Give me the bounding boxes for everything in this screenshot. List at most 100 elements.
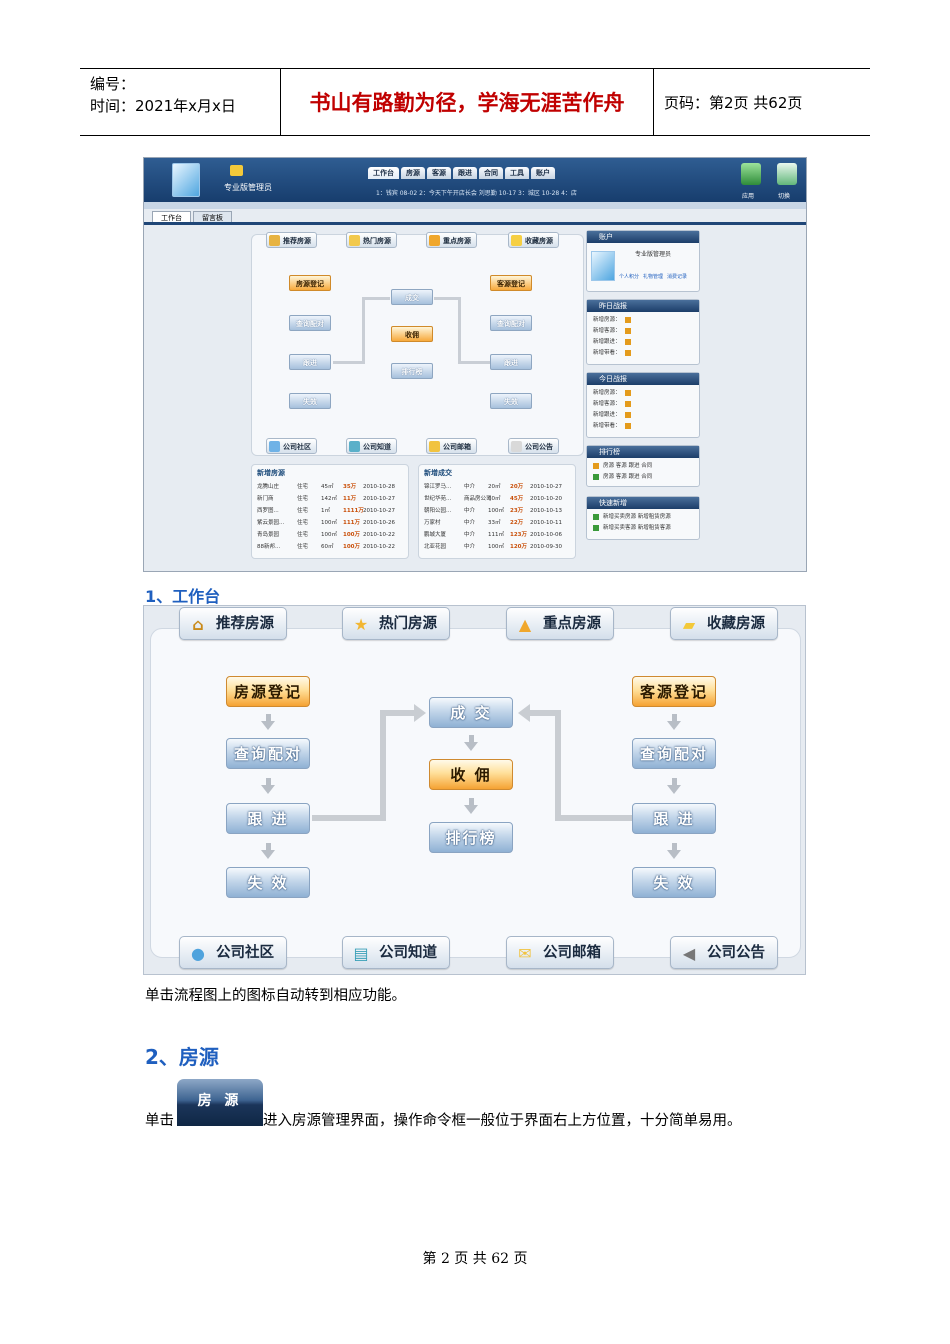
box-query-match[interactable]: 查询配对 — [226, 738, 310, 769]
mini-chip-mail[interactable]: 公司邮箱 — [426, 438, 477, 454]
subtab-workbench[interactable]: 工作台 — [152, 211, 191, 224]
table-cell: 123万 — [510, 532, 527, 538]
bar-icon — [624, 412, 631, 418]
tab-account[interactable]: 账户 — [531, 167, 555, 179]
box-deal[interactable]: 成 交 — [429, 697, 513, 728]
tab-followup[interactable]: 跟进 — [453, 167, 477, 179]
link-points[interactable]: 个人积分 — [619, 274, 640, 280]
chip-community[interactable]: ●公司社区 — [179, 936, 287, 969]
apps-icon[interactable] — [741, 163, 761, 185]
mini-box-expired[interactable]: 失效 — [289, 393, 331, 409]
tab-clients[interactable]: 客源 — [427, 167, 451, 179]
mini-chip-label: 收藏房源 — [525, 237, 553, 245]
mini-chip-saved[interactable]: 收藏房源 — [508, 232, 559, 248]
table-cell: 23万 — [510, 508, 524, 514]
chip-knowledge[interactable]: ▤公司知道 — [342, 936, 450, 969]
tab-listings[interactable]: 房源 — [401, 167, 425, 179]
subtab-messages[interactable]: 留言板 — [193, 211, 232, 224]
ranking-links[interactable]: 房源 客源 跟进 合同 — [603, 463, 653, 469]
mini-chip-notice[interactable]: 公司公告 — [508, 438, 559, 454]
connector — [460, 361, 490, 364]
chip-saved[interactable]: ▰收藏房源 — [670, 607, 778, 640]
arrow-stem — [266, 778, 271, 785]
section2-title: 2、房源 — [145, 1045, 219, 1069]
mini-box-client-register[interactable]: 客源登记 — [490, 275, 532, 291]
arrow-stem — [672, 843, 677, 850]
table-cell: 100㎡ — [321, 532, 337, 538]
stat-label: 新增带看： — [593, 423, 621, 429]
box-commission[interactable]: 收 佣 — [429, 759, 513, 790]
mini-chip-recommended[interactable]: 推荐房源 — [266, 232, 317, 248]
chip-label: 重点房源 — [543, 616, 601, 632]
tab-tools[interactable]: 工具 — [505, 167, 529, 179]
tab-contracts[interactable]: 合同 — [479, 167, 503, 179]
connector — [380, 710, 386, 821]
quick-add-body: 新增买卖房源 新增租赁房源 新增买卖客源 新增租赁客源 — [587, 509, 699, 537]
stat-row: 新增客源： — [593, 399, 693, 410]
mini-chip-community[interactable]: 公司社区 — [266, 438, 317, 454]
box-followup-right[interactable]: 跟 进 — [632, 803, 716, 834]
link-gifts[interactable]: 礼物管理 — [643, 274, 664, 280]
mini-box-listing-register[interactable]: 房源登记 — [289, 275, 331, 291]
quick-links[interactable]: 新增买卖房源 新增租赁房源 — [603, 514, 671, 520]
box-expired-right[interactable]: 失 效 — [632, 867, 716, 898]
table-cell: 1㎡ — [321, 508, 330, 514]
mini-box-match-right[interactable]: 查询配对 — [490, 315, 532, 331]
mini-box-match[interactable]: 查询配对 — [289, 315, 331, 331]
chip-mail[interactable]: ✉公司邮箱 — [506, 936, 614, 969]
box-client-register[interactable]: 客源登记 — [632, 676, 716, 707]
arrow-right-icon — [414, 704, 426, 722]
mini-box-deal[interactable]: 成交 — [391, 289, 433, 305]
box-query-match-right[interactable]: 查询配对 — [632, 738, 716, 769]
app-user-name: 专业版管理员 — [224, 183, 272, 192]
arrow-stem — [469, 798, 474, 805]
table-cell: 20万 — [510, 484, 524, 490]
table-cell: 100㎡ — [488, 508, 504, 514]
mini-box-ranking[interactable]: 排行榜 — [391, 363, 433, 379]
quick-links[interactable]: 新增买卖客源 新增租赁客源 — [603, 525, 671, 531]
box-listing-register[interactable]: 房源登记 — [226, 676, 310, 707]
mini-box-expired-right[interactable]: 失效 — [490, 393, 532, 409]
chip-hot[interactable]: ★热门房源 — [342, 607, 450, 640]
ranking-links[interactable]: 房源 客源 跟进 合同 — [603, 474, 653, 480]
mini-box-followup[interactable]: 跟进 — [289, 354, 331, 370]
mini-box-followup-right[interactable]: 跟进 — [490, 354, 532, 370]
table-cell: 住宅 — [297, 496, 309, 502]
ranking-row: 房源 客源 跟进 合同 — [593, 472, 693, 483]
header-meta: 编号： 时间：2021年x月x日 — [80, 69, 281, 135]
house-icon: ⌂ — [192, 614, 204, 634]
mini-box-commission[interactable]: 收佣 — [391, 326, 433, 342]
chip-label: 推荐房源 — [216, 616, 274, 632]
link-spending[interactable]: 消费记录 — [667, 274, 688, 280]
table-cell: 2010-10-06 — [530, 532, 562, 538]
mini-chip-knowledge[interactable]: 公司知道 — [346, 438, 397, 454]
chip-recommended[interactable]: ⌂ 推荐房源 — [179, 607, 287, 640]
box-ranking[interactable]: 排行榜 — [429, 822, 513, 853]
chip-key[interactable]: ▲重点房源 — [506, 607, 614, 640]
stat-label: 新增跟进： — [593, 339, 621, 345]
mini-chip-hot[interactable]: 热门房源 — [346, 232, 397, 248]
stat-row: 新增跟进： — [593, 410, 693, 421]
mini-chip-key[interactable]: 重点房源 — [426, 232, 477, 248]
table-cell: 万家村 — [424, 520, 441, 526]
mini-chip-label: 热门房源 — [363, 237, 391, 245]
account-name: 专业版管理员 — [635, 251, 672, 258]
switch-icon[interactable] — [777, 163, 797, 185]
tab-workbench[interactable]: 工作台 — [368, 167, 399, 179]
chip-notice[interactable]: ◀公司公告 — [670, 936, 778, 969]
arrow-stem — [266, 714, 271, 721]
box-expired[interactable]: 失 效 — [226, 867, 310, 898]
box-followup[interactable]: 跟 进 — [226, 803, 310, 834]
